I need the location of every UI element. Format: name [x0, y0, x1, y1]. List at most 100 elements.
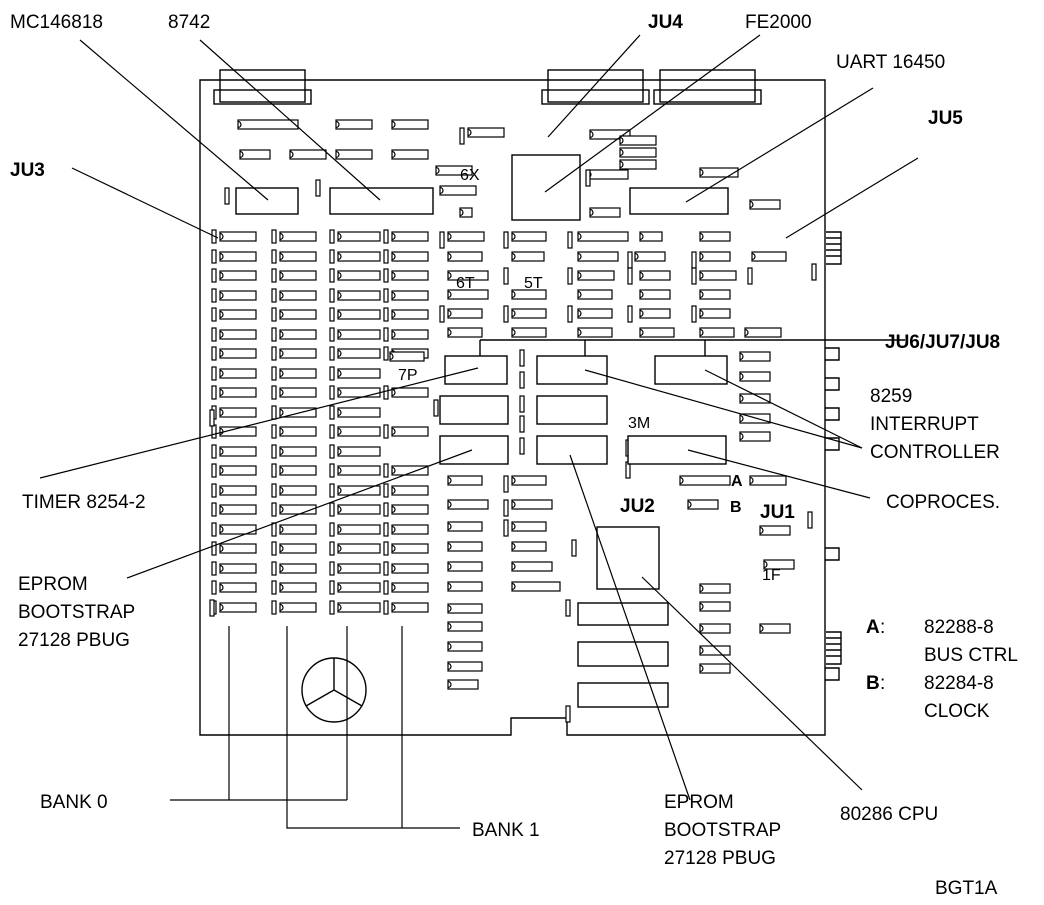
chip-notch — [619, 148, 624, 157]
small-chip — [219, 387, 257, 398]
small-chip — [289, 149, 327, 160]
small-component — [329, 268, 335, 283]
chip-notch — [447, 604, 452, 613]
small-component — [383, 424, 389, 439]
small-component — [329, 522, 335, 537]
chip-notch — [749, 200, 754, 209]
chip-8254 — [536, 355, 608, 385]
small-component — [271, 405, 277, 420]
chip-notch — [511, 562, 516, 571]
label-ju2: JU2 — [620, 496, 655, 517]
small-component — [571, 539, 577, 557]
small-chip — [589, 129, 631, 140]
small-component — [271, 366, 277, 381]
small-chip — [435, 165, 473, 176]
small-chip — [467, 127, 505, 138]
chip-notch — [391, 310, 396, 319]
chip-cpu-lower-1 — [577, 602, 669, 626]
small-component — [271, 229, 277, 244]
chip-notch — [391, 330, 396, 339]
chip-notch — [219, 232, 224, 241]
small-chip — [219, 329, 257, 340]
chip-notch — [391, 525, 396, 534]
label-ju678: JU6/JU7/JU8 — [885, 332, 1000, 353]
small-chip — [219, 465, 257, 476]
small-chip — [279, 485, 317, 496]
small-chip — [759, 623, 791, 634]
small-component — [503, 267, 509, 285]
chip-notch — [447, 680, 452, 689]
small-component — [211, 522, 217, 537]
small-component — [519, 395, 525, 413]
chip-notch — [511, 542, 516, 551]
label-8259-1: 8259 — [870, 386, 912, 407]
chip-notch — [219, 505, 224, 514]
small-chip — [279, 348, 317, 359]
small-component — [271, 463, 277, 478]
small-chip — [699, 308, 731, 319]
small-component — [383, 268, 389, 283]
small-chip — [337, 387, 381, 398]
chip-8259 — [654, 355, 728, 385]
chip-notch — [337, 232, 342, 241]
chip-80286 — [596, 526, 660, 590]
chip-notch — [337, 330, 342, 339]
small-component — [383, 580, 389, 595]
chip-notch — [589, 208, 594, 217]
chip-notch — [577, 271, 582, 280]
chip-notch — [447, 622, 452, 631]
small-chip — [391, 485, 429, 496]
chip-notch — [391, 564, 396, 573]
small-component — [383, 385, 389, 400]
legend-b-key: B — [866, 673, 880, 694]
small-chip — [337, 407, 381, 418]
callout-labels: MC146818 8742 JU4 FE2000 UART 16450 JU5 … — [10, 12, 1018, 899]
small-component — [503, 499, 509, 517]
chip-4p — [439, 395, 509, 425]
small-chip — [279, 251, 317, 262]
chip-notch — [619, 136, 624, 145]
chip-notch — [279, 330, 284, 339]
chip-notch — [279, 544, 284, 553]
chip-notch — [391, 271, 396, 280]
small-chip — [699, 583, 731, 594]
chip-notch — [219, 310, 224, 319]
small-chip — [279, 543, 317, 554]
small-chip — [391, 270, 429, 281]
label-b: B — [730, 499, 742, 516]
chip-notch — [219, 252, 224, 261]
chip-notch — [219, 408, 224, 417]
small-chip — [239, 149, 271, 160]
small-component — [433, 399, 439, 417]
label-3m: 3M — [628, 415, 650, 432]
small-chip — [447, 289, 489, 300]
legend-a-line2: BUS CTRL — [924, 645, 1018, 666]
small-chip — [219, 407, 257, 418]
chip-notch — [219, 544, 224, 553]
small-component — [383, 463, 389, 478]
label-7p: 7P — [398, 367, 418, 384]
small-chip — [639, 308, 671, 319]
chip-notch — [391, 603, 396, 612]
chip-notch — [337, 349, 342, 358]
small-chip — [639, 270, 671, 281]
small-chip — [337, 446, 381, 457]
chip-notch — [511, 290, 516, 299]
board-labels: 6X 6T 5T 7P 3M A B JU2 JU1 1F — [398, 167, 795, 584]
small-chip — [391, 582, 429, 593]
small-chip — [335, 119, 373, 130]
chip-notch — [279, 466, 284, 475]
small-chip — [577, 270, 615, 281]
small-chip — [279, 231, 317, 242]
label-coproc: COPROCES. — [886, 492, 1000, 513]
chip-notch — [337, 369, 342, 378]
legend-b-line2: CLOCK — [924, 701, 990, 722]
small-chip — [739, 413, 771, 424]
chip-notch — [511, 522, 516, 531]
small-component — [383, 229, 389, 244]
chip-notch — [337, 252, 342, 261]
label-5t: 5T — [524, 275, 543, 292]
chip-notch — [337, 564, 342, 573]
chip-notch — [447, 562, 452, 571]
chip-notch — [289, 150, 294, 159]
